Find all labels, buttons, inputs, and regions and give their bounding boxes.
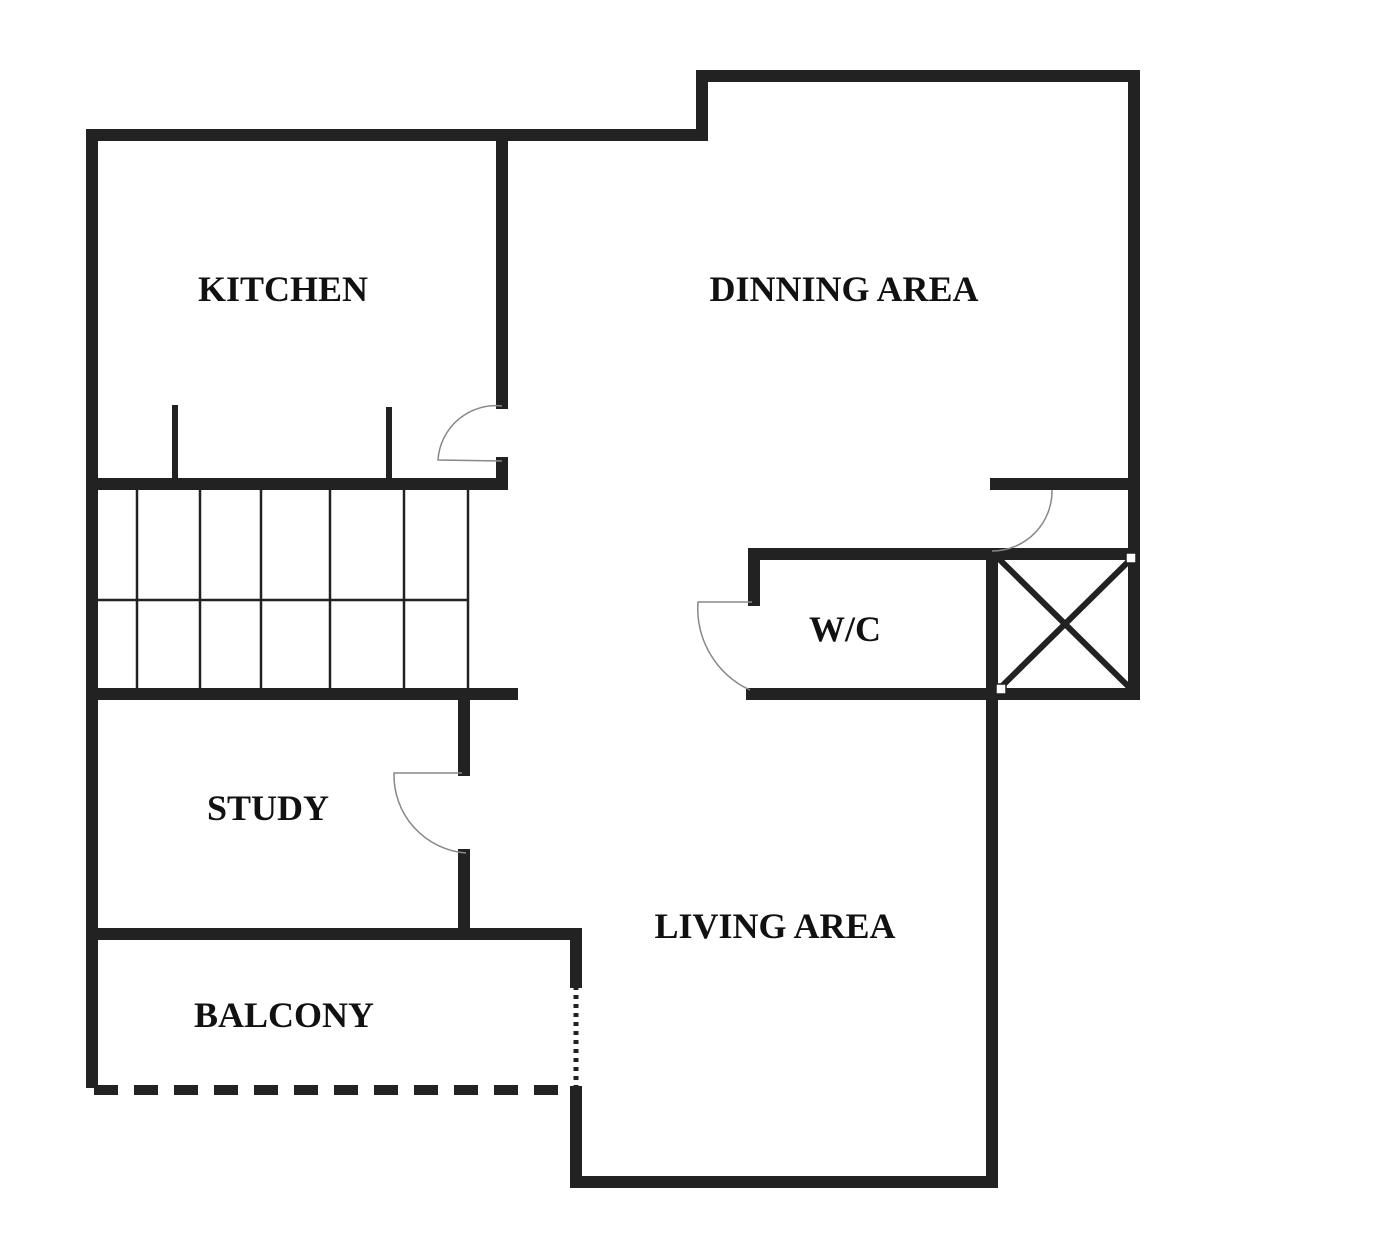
room-label-living: LIVING AREA	[654, 906, 895, 946]
dining-door	[991, 489, 1053, 552]
room-label-study: STUDY	[207, 788, 329, 828]
study-door	[393, 772, 467, 854]
service-shaft	[993, 552, 1137, 695]
room-label-dining: DINNING AREA	[709, 269, 978, 309]
wc-top-wall	[748, 548, 1140, 606]
walls	[86, 70, 1140, 1188]
top-outer-wall	[86, 70, 1140, 1088]
study-bottom-wall	[86, 928, 582, 988]
staircase	[98, 490, 470, 688]
living-outer-wall	[570, 552, 998, 1188]
wc-door	[697, 601, 752, 691]
room-label-wc: W/C	[809, 609, 881, 649]
room-label-balcony: BALCONY	[194, 995, 374, 1035]
kitchen-door	[437, 404, 503, 462]
room-label-kitchen: KITCHEN	[198, 269, 368, 309]
